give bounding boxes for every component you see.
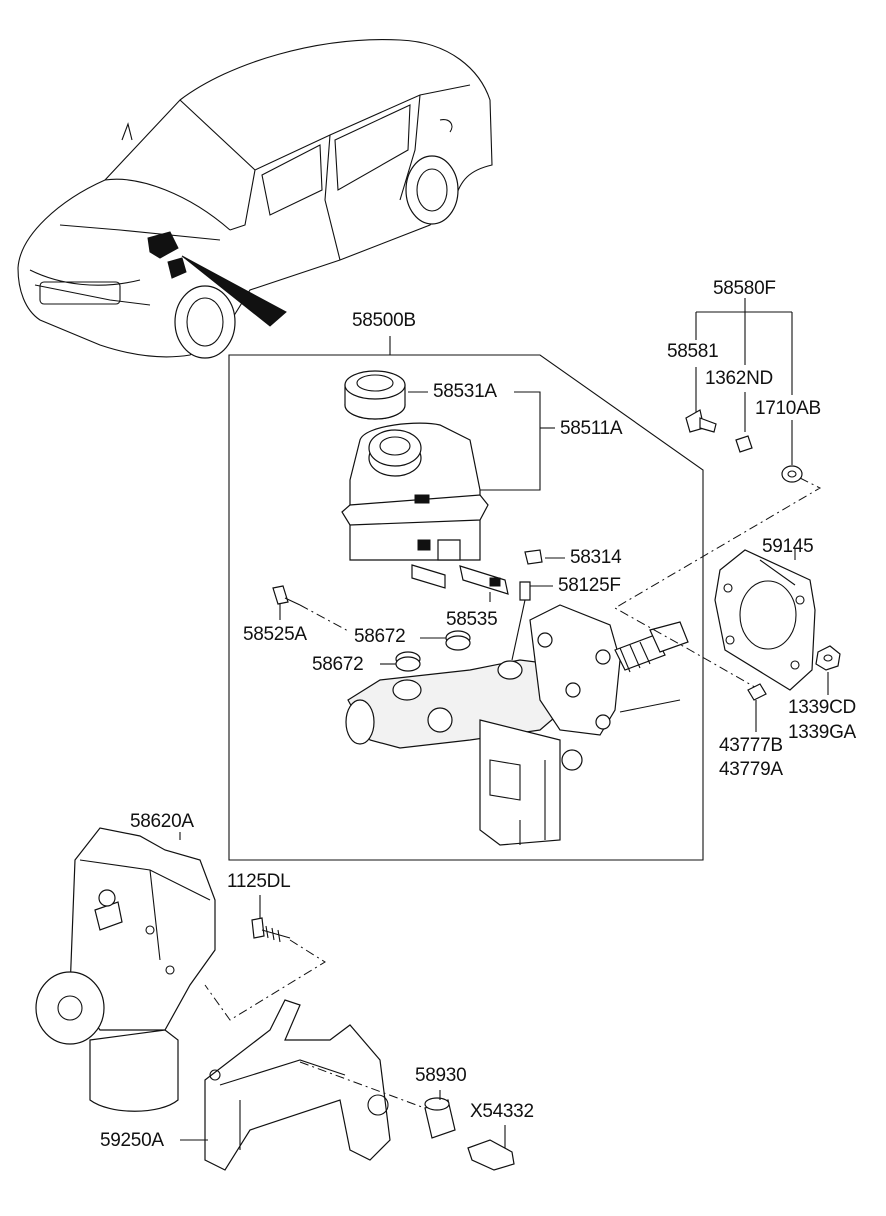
part-label-1339CD: 1339CD xyxy=(788,697,856,718)
part-label-58500B: 58500B xyxy=(352,310,416,331)
abs-bracket xyxy=(204,999,391,1171)
part-label-58672-upper: 58672 xyxy=(354,626,406,647)
part-label-58930: 58930 xyxy=(415,1065,467,1086)
part-label-58535: 58535 xyxy=(446,609,498,630)
part-label-1710AB: 1710AB xyxy=(755,398,821,419)
part-label-58580F: 58580F xyxy=(713,278,776,299)
part-label-58511A: 58511A xyxy=(560,418,623,439)
part-label-58531A: 58531A xyxy=(433,381,497,402)
part-label-59145: 59145 xyxy=(762,536,814,557)
reservoir xyxy=(341,422,489,589)
part-label-59250A: 59250A xyxy=(100,1130,164,1151)
car-illustration xyxy=(17,39,493,359)
part-label-1362ND: 1362ND xyxy=(705,368,773,389)
part-label-58620A: 58620A xyxy=(130,811,194,832)
part-label-58672-lower: 58672 xyxy=(312,654,364,675)
abs-module xyxy=(35,827,216,1112)
assembly-frame xyxy=(228,354,704,861)
part-label-58125F: 58125F xyxy=(558,575,621,596)
part-label-1339GA: 1339GA xyxy=(788,722,856,743)
reservoir-cap xyxy=(344,370,406,420)
part-label-58581: 58581 xyxy=(667,341,719,362)
part-label-1125DL: 1125DL xyxy=(227,871,291,892)
part-label-43777B: 43777B xyxy=(719,735,783,756)
gasket xyxy=(714,549,816,691)
part-label-43779A: 43779A xyxy=(719,759,783,780)
master-cylinder xyxy=(345,604,689,846)
part-label-58314: 58314 xyxy=(570,547,622,568)
part-label-X54332: X54332 xyxy=(470,1101,534,1122)
part-label-58525A: 58525A xyxy=(243,624,307,645)
